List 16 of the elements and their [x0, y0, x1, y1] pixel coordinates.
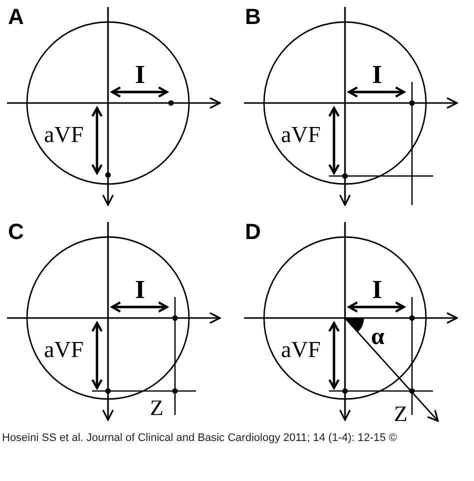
lead-label: I — [372, 277, 382, 303]
lead-label: aVF — [44, 338, 84, 361]
lead-label: I — [135, 62, 146, 88]
lead-label: I — [135, 277, 146, 303]
panel-letter: A — [8, 6, 24, 28]
lead-label: I — [372, 62, 382, 88]
lead-label: aVF — [44, 123, 84, 146]
axis-label: Z — [394, 403, 408, 425]
panel-letter: B — [245, 6, 261, 28]
panel-letter: D — [245, 221, 261, 243]
angle-label: α — [371, 325, 384, 349]
lead-label: aVF — [281, 338, 321, 361]
lead-label: aVF — [281, 123, 321, 146]
axis-label: Z — [150, 397, 164, 419]
panel-letter: C — [8, 221, 24, 243]
caption: Hoseini SS et al. Journal of Clinical and Basic Cardiology 2011; 14 (1-4): 12-15 © — [2, 432, 397, 444]
